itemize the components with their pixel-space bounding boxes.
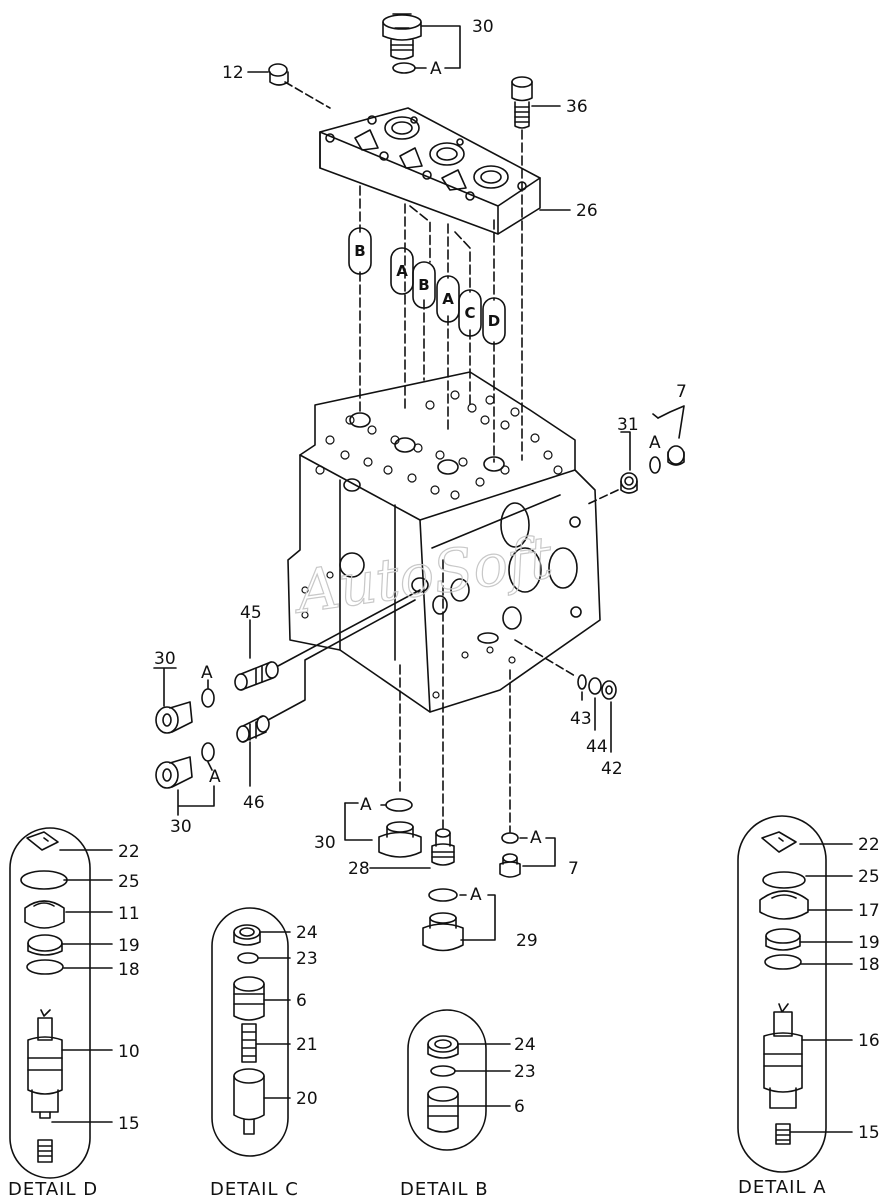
detail-b-6: 6 xyxy=(514,1097,525,1117)
part-label-42: 42 xyxy=(601,759,623,779)
spool-46 xyxy=(236,715,270,743)
pill-shapes xyxy=(348,227,506,345)
part-label-a-7-bottom: A xyxy=(530,828,542,848)
pill-label-a2: A xyxy=(442,290,454,308)
part-label-12: 12 xyxy=(222,63,244,83)
detail-d-19: 19 xyxy=(118,936,140,956)
plug-29 xyxy=(422,912,464,952)
plug-42 xyxy=(601,680,617,700)
detail-b-24: 24 xyxy=(514,1035,536,1055)
detail-a-17: 17 xyxy=(858,901,880,921)
detail-a-15: 15 xyxy=(858,1123,880,1143)
detail-a-22: 22 xyxy=(858,835,880,855)
part-label-44: 44 xyxy=(586,737,608,757)
cap-bolt-30-top xyxy=(382,13,422,60)
part-label-45: 45 xyxy=(240,603,262,623)
detail-a-caption: DETAIL A xyxy=(738,1177,827,1198)
detail-b-23: 23 xyxy=(514,1062,536,1082)
detail-b-frame xyxy=(407,1009,487,1151)
part-label-30-bottom: 30 xyxy=(314,833,336,853)
detail-d-frame xyxy=(9,827,91,1179)
detail-d-caption: DETAIL D xyxy=(8,1179,98,1200)
pill-label-d: D xyxy=(488,312,500,330)
detail-c-23: 23 xyxy=(296,949,318,969)
o-ring-a-31 xyxy=(649,456,661,474)
plug-31 xyxy=(620,472,638,494)
detail-a-18: 18 xyxy=(858,955,880,975)
detail-d-15: 15 xyxy=(118,1114,140,1134)
bolt-36 xyxy=(511,76,533,129)
part-label-30-left-lower: 30 xyxy=(170,817,192,837)
detail-a-16: 16 xyxy=(858,1031,880,1051)
detail-d-10: 10 xyxy=(118,1042,140,1062)
part-label-30-left-upper: 30 xyxy=(154,649,176,669)
detail-c-20: 20 xyxy=(296,1089,318,1109)
watermark: AutoSoft xyxy=(288,523,557,627)
part-label-a-29: A xyxy=(470,885,482,905)
detail-a-frame xyxy=(737,815,827,1173)
part-label-26: 26 xyxy=(576,201,598,221)
part-label-a-top: A xyxy=(430,59,442,79)
spool-45 xyxy=(234,661,279,691)
part-label-7-upper: 7 xyxy=(676,382,687,402)
o-ring-a-left-lower xyxy=(201,742,215,762)
pill-label-c: C xyxy=(464,304,475,322)
plug-12 xyxy=(268,63,289,86)
part-label-29: 29 xyxy=(516,931,538,951)
detail-b-caption: DETAIL B xyxy=(400,1179,489,1200)
detail-c-24: 24 xyxy=(296,923,318,943)
cover-plate-26 xyxy=(319,107,541,235)
plug-7-bottom xyxy=(499,853,521,878)
o-ring-43 xyxy=(577,674,587,690)
detail-c-6: 6 xyxy=(296,991,307,1011)
o-ring-a-left-upper xyxy=(201,688,215,708)
detail-a-19: 19 xyxy=(858,933,880,953)
part-label-a-left-upper: A xyxy=(201,663,213,683)
plug-30-bottom xyxy=(378,821,422,858)
detail-d-25: 25 xyxy=(118,872,140,892)
valve-body xyxy=(287,371,601,713)
part-label-a-31: A xyxy=(649,433,661,453)
washer-44 xyxy=(588,677,602,695)
o-ring-a-top xyxy=(392,62,416,74)
valve-28 xyxy=(431,828,455,866)
part-label-a-30-bottom: A xyxy=(360,795,372,815)
detail-d-11: 11 xyxy=(118,904,140,924)
part-label-a-left-lower: A xyxy=(209,767,221,787)
detail-d-22: 22 xyxy=(118,842,140,862)
o-ring-a-29 xyxy=(428,888,458,902)
pill-label-b1: B xyxy=(354,242,365,260)
detail-a-25: 25 xyxy=(858,867,880,887)
cap-bolt-30-left-lower xyxy=(155,756,193,789)
pill-label-a1: A xyxy=(396,262,408,280)
o-ring-a-7-bottom xyxy=(501,832,519,844)
detail-c-21: 21 xyxy=(296,1035,318,1055)
part-label-36: 36 xyxy=(566,97,588,117)
o-ring-a-30-bottom xyxy=(385,798,413,812)
part-label-7-bottom: 7 xyxy=(568,859,579,879)
part-label-31: 31 xyxy=(617,415,639,435)
part-label-28: 28 xyxy=(348,859,370,879)
detail-d-18: 18 xyxy=(118,960,140,980)
pill-label-b2: B xyxy=(418,276,429,294)
detail-c-frame xyxy=(211,907,289,1157)
cap-bolt-30-left-upper xyxy=(155,701,193,734)
part-label-46: 46 xyxy=(243,793,265,813)
detail-c-caption: DETAIL C xyxy=(210,1179,299,1200)
part-label-43: 43 xyxy=(570,709,592,729)
part-label-30-top: 30 xyxy=(472,17,494,37)
plug-7-upper xyxy=(667,445,685,466)
